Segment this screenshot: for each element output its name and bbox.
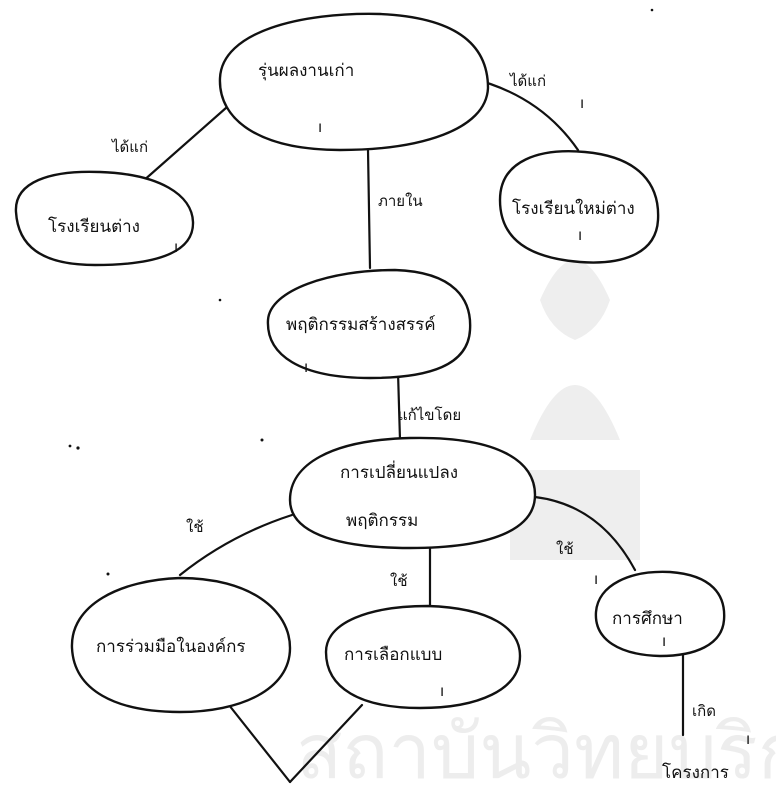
edge-middle-center [396,370,402,442]
node-left-label: โรงเรียนต่าง [48,216,140,237]
edge-top-middle-label: ภายใน [378,192,423,210]
edge-top-right-tick: ı [580,94,584,112]
watermark-seal [510,260,640,560]
edge-bottom-right-leaf-tick: ı [746,730,750,748]
node-top: รุ่นผลงานเก่า ı [218,12,490,152]
speck [218,298,222,302]
edge-top-right-label: ได้แก่ [509,72,546,90]
node-bottom-mid-ellipse [324,604,522,710]
node-right: โรงเรียนใหม่ต่าง ı [498,150,660,264]
edge-center-bottom-mid-label: ใช้ [390,572,408,590]
node-center-label-2: พฤติกรรม [346,511,418,531]
node-bottom-mid-label: การเลือกแบบ [344,645,442,665]
specks [68,8,654,576]
speck [68,444,72,448]
speck [260,438,264,442]
edge-top-left-label: ได้แก่ [111,138,148,156]
edge-bottom-left-join [223,698,292,784]
node-bottom-right: การศึกษา ı [594,570,726,658]
edge-center-bottom-left-label: ใช้ [186,518,204,536]
node-right-tick: ı [578,226,582,244]
edge-middle-center-label: แก้ไขโดย [398,406,461,424]
node-bottom-right-tick: ı [662,632,666,650]
node-middle-ellipse [266,268,472,380]
node-bottom-right-label: การศึกษา [612,609,683,629]
node-middle: พฤติกรรมสร้างสรรค์ ı [266,268,472,380]
node-top-tick: ı [318,118,322,136]
edge-top-middle [366,148,372,270]
speck [106,572,110,576]
node-left-ellipse [14,170,195,267]
node-bottom-left-ellipse [70,576,292,714]
nodes: รุ่นผลงานเก่า ı โรงเรียนต่าง ı โรงเรียนใ… [14,12,729,783]
edge-center-bottom-right [533,495,637,572]
node-left-tick: ı [174,238,178,256]
node-center-ellipse [288,436,537,550]
edge-center-bottom-right-tick: ı [594,570,598,588]
edge-center-bottom-right-label: ใช้ [556,540,574,558]
node-right-ellipse [498,150,660,264]
node-bottom-mid-tick: ı [440,682,444,700]
node-center: การเปลี่ยนแปลง พฤติกรรม [288,436,537,550]
node-top-label: รุ่นผลงานเก่า [258,61,354,81]
speck [76,446,80,450]
node-middle-tick: ı [304,358,308,376]
node-left: โรงเรียนต่าง ı [14,170,195,267]
node-bottom-right-ellipse [594,570,726,658]
edge-bottom-right-leaf-label: เกิด [692,702,716,720]
node-middle-label: พฤติกรรมสร้างสรรค์ [286,315,436,335]
watermark: สถาบันวิทยบริการ [296,260,776,796]
node-bottom-left-label: การร่วมมือในองค์กร [96,636,246,657]
edge-bottom-mid-join [288,703,364,784]
edge-center-bottom-left [178,513,294,577]
node-leaf-label: โครงการ [662,762,729,783]
watermark-text: สถาบันวิทยบริการ [296,707,776,796]
edge-top-left [140,98,237,184]
node-bottom-left: การร่วมมือในองค์กร [70,576,292,714]
speck [650,8,654,12]
node-right-label: โรงเรียนใหม่ต่าง [512,198,635,219]
node-center-label-1: การเปลี่ยนแปลง [340,460,458,483]
edge-labels: ได้แก่ ได้แก่ ı ภายใน แก้ไขโดย ใช้ ใช้ ใ… [111,72,750,748]
node-bottom-mid: การเลือกแบบ ı [324,604,522,710]
node-top-ellipse [218,12,490,152]
